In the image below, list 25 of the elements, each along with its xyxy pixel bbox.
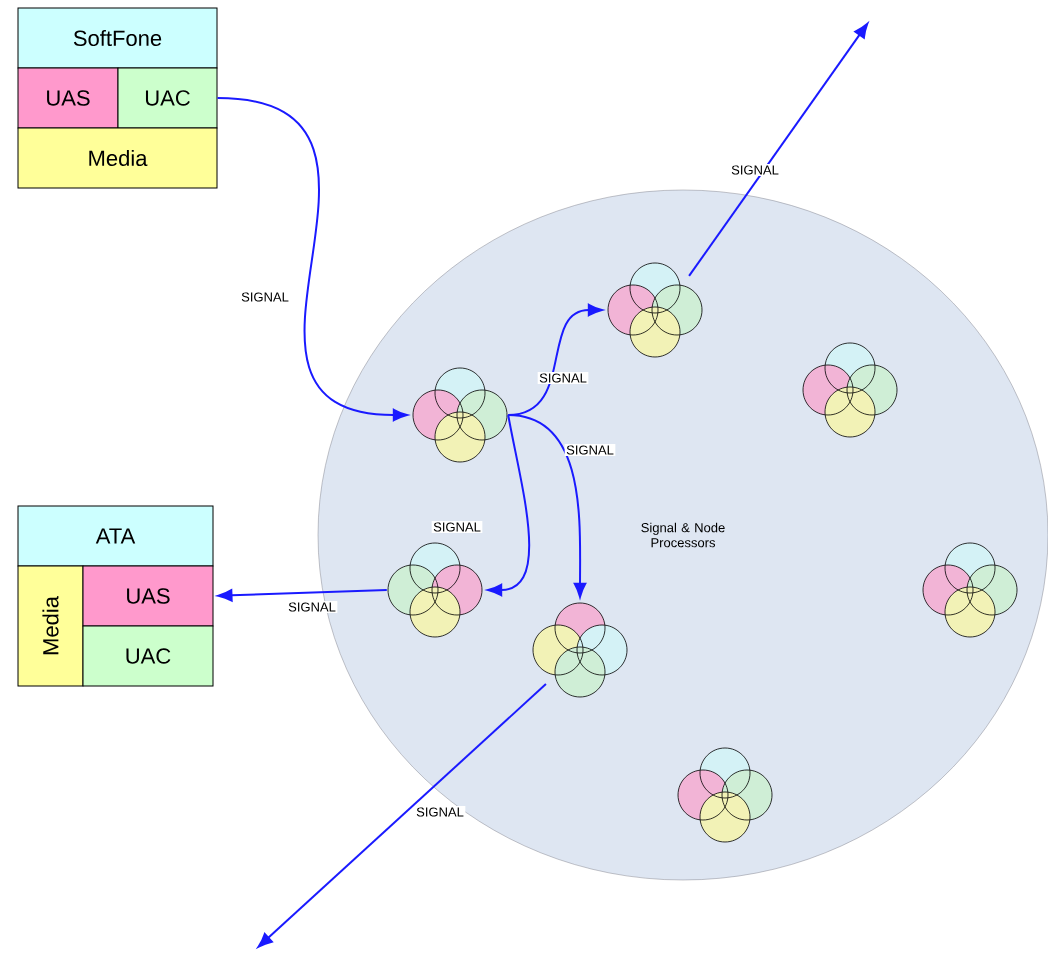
processor-cluster bbox=[677, 747, 773, 843]
processor-cluster bbox=[607, 262, 703, 358]
arrow bbox=[688, 23, 869, 277]
table-cell: UAS bbox=[82, 565, 214, 627]
edge-label: SIGNAL bbox=[286, 600, 338, 614]
table-cell: SoftFone bbox=[17, 7, 218, 69]
processor-cluster bbox=[922, 542, 1018, 638]
table-cell: Media bbox=[17, 127, 218, 189]
arrow bbox=[257, 683, 547, 948]
table-cell: UAC bbox=[117, 67, 218, 129]
edge-label: SIGNAL bbox=[239, 290, 291, 304]
table-cell: UAS bbox=[17, 67, 119, 129]
arrow bbox=[487, 414, 531, 597]
processor-cluster bbox=[412, 367, 508, 463]
arrow bbox=[216, 97, 408, 422]
table-cell: ATA bbox=[17, 505, 214, 567]
arrow bbox=[217, 589, 388, 602]
edge-label: SIGNAL bbox=[729, 163, 781, 177]
table-cell: Media bbox=[17, 565, 84, 687]
table-cell: UAC bbox=[82, 625, 214, 687]
processor-cluster bbox=[387, 542, 483, 638]
processor-cluster bbox=[802, 342, 898, 438]
processor-cluster bbox=[532, 602, 628, 698]
edge-label: SIGNAL bbox=[414, 805, 466, 819]
arrow bbox=[507, 414, 587, 598]
